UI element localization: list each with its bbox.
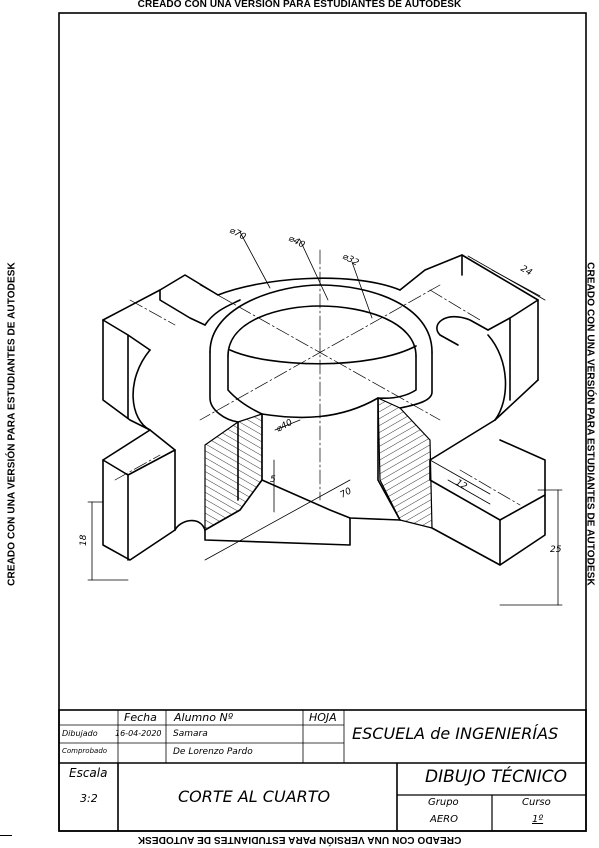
dim-h25: 25 [550,545,562,555]
dim-l70: 70 [339,486,354,500]
dim-h18: 18 [79,534,89,546]
center-lines [114,249,521,506]
drawing-frame [58,12,587,832]
dibujado-nombre: Samara [173,729,208,739]
dimension-lines [87,231,563,606]
hoja-label: HOJA [309,711,337,724]
dim-w24: 24 [519,264,534,279]
school-name: ESCUELA de INGENIERÍAS [352,724,559,743]
subject-title: DIBUJO TÉCNICO [425,767,567,787]
comprobado-nombre: De Lorenzo Pardo [173,747,253,757]
dim-h5: 5 [270,475,276,485]
isometric-drawing: ⌀70 ⌀40 ⌀32 ⌀40 24 12 18 5 70 25 [79,226,563,606]
grupo-value: AERO [430,814,458,825]
title-block [58,709,587,832]
dibujado-fecha: 16-04-2020 [115,729,162,738]
dim-d40-inner: ⌀40 [275,418,295,435]
alumno-label: Alumno Nº [174,711,233,724]
escala-value: 3:2 [80,792,98,805]
section-hatch-right [377,397,433,529]
base-plate [102,254,546,566]
cylinder-boss [209,284,433,423]
escala-label: Escala [69,766,108,780]
fecha-label: Fecha [124,711,157,724]
curso-value: 1º [532,814,544,825]
section-hatch-left [204,413,263,531]
grupo-label: Grupo [428,797,459,808]
corner-mark [0,835,12,848]
curso-label: Curso [522,797,551,808]
drawing-title: CORTE AL CUARTO [178,787,331,806]
dim-d32: ⌀32 [341,252,361,269]
dibujado-label: Dibujado [62,729,98,738]
comprobado-label: Comprobado [62,747,108,755]
watermark-top: CREADO CON UNA VERSIÓN PARA ESTUDIANTES … [137,0,462,10]
